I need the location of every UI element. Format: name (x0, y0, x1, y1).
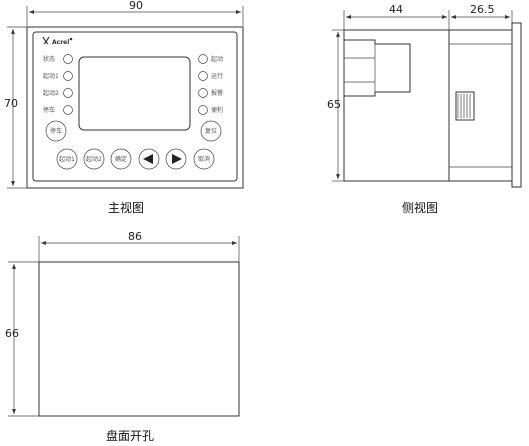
front-bezel (511, 22, 522, 188)
right-arrow-icon (172, 154, 182, 164)
left-indicator-label: 起动1 (43, 72, 59, 80)
cancel-button-body[interactable] (193, 148, 215, 170)
start1-button-label: 起动1 (59, 155, 75, 163)
cutout-rectangle (38, 261, 240, 417)
left-indicator-led (63, 105, 73, 115)
front-view: 90 70 Acrel 状态 起动1 起动2 停车 (4, 0, 244, 215)
stop-button[interactable]: 停车 (45, 120, 67, 142)
logo-text: Acrel (52, 39, 69, 46)
front-inner-panel (32, 31, 238, 182)
terminal-block (344, 39, 411, 97)
left-arrow-icon (143, 154, 153, 164)
left-indicator-label: 状态 (43, 55, 55, 63)
logo: Acrel (42, 36, 73, 46)
left-arrow-button-body[interactable] (138, 148, 160, 170)
cutout-caption: 盘面开孔 (106, 428, 154, 443)
side-front-label: 26.5 (470, 3, 495, 16)
right-indicator-led (198, 71, 208, 81)
front-section (449, 29, 513, 182)
left-indicator-label: 起动2 (43, 89, 59, 97)
front-height-label: 70 (4, 97, 18, 110)
logo-mark-icon (42, 36, 50, 45)
side-height-label: 65 (327, 98, 341, 111)
side-view: 44 26.5 65 侧视图 (327, 3, 522, 215)
left-indicators: 状态 起动1 起动2 停车 (43, 54, 73, 115)
left-indicator-label: 停车 (43, 106, 55, 114)
cutout-height-label: 66 (5, 327, 19, 340)
start2-button[interactable]: 起动2 (83, 148, 105, 170)
clip-ribs (457, 94, 471, 118)
right-indicator-label: 起动 (211, 55, 223, 63)
front-outer-frame (26, 26, 244, 189)
cutout-width-label: 86 (128, 230, 142, 243)
side-depth-label: 44 (389, 3, 403, 16)
right-arrow-button[interactable] (165, 148, 187, 170)
rear-housing (343, 29, 450, 182)
confirm-button-label: 确定 (115, 155, 127, 163)
right-arrow-button-body[interactable] (165, 148, 187, 170)
front-view-caption: 主视图 (108, 200, 144, 215)
right-indicator-led (198, 105, 208, 115)
start1-button-body[interactable] (56, 148, 78, 170)
right-indicator-led (198, 88, 208, 98)
cancel-button[interactable]: 取消 (193, 148, 215, 170)
reset-button-label: 复位 (205, 127, 217, 135)
front-width-label: 90 (129, 0, 143, 12)
right-indicator-label: 报警 (211, 89, 223, 97)
left-arrow-button[interactable] (138, 148, 160, 170)
confirm-button-body[interactable] (110, 148, 132, 170)
left-indicator-led (63, 88, 73, 98)
start1-button[interactable]: 起动1 (56, 148, 78, 170)
right-indicator-label: 运行 (211, 72, 223, 80)
left-indicator-led (63, 54, 73, 64)
cancel-button-label: 取消 (198, 155, 210, 163)
side-view-caption: 侧视图 (402, 200, 438, 215)
right-indicator-label: 便利 (211, 106, 223, 114)
reset-button-body[interactable] (200, 120, 222, 142)
right-indicator-led (198, 54, 208, 64)
lcd-screen (78, 56, 191, 131)
reset-button[interactable]: 复位 (200, 120, 222, 142)
left-indicator-led (63, 71, 73, 81)
start2-button-body[interactable] (83, 148, 105, 170)
confirm-button[interactable]: 确定 (110, 148, 132, 170)
mounting-clip (455, 91, 475, 121)
stop-button-body[interactable] (45, 120, 67, 142)
right-indicators: 起动 运行 报警 便利 (198, 54, 223, 115)
panel-cutout: 86 66 盘面开孔 (5, 230, 240, 443)
start2-button-label: 起动2 (86, 155, 102, 163)
logo-dot-icon (69, 37, 73, 41)
stop-button-label: 停车 (50, 127, 62, 135)
